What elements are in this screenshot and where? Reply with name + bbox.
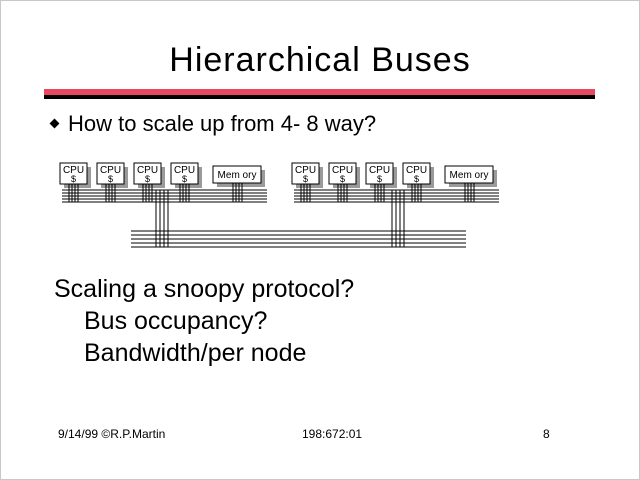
cpu-box <box>291 162 320 185</box>
memory-box <box>212 165 262 184</box>
title-rule-black <box>44 95 595 99</box>
cpu-label: CPU <box>369 165 390 176</box>
cpu-box <box>328 162 357 185</box>
cache-label: $ <box>145 174 150 184</box>
bullet-text: How to scale up from 4- 8 way? <box>68 111 377 136</box>
cpu-label: CPU <box>406 165 427 176</box>
cache-label: $ <box>414 174 419 184</box>
cache-label: $ <box>377 174 382 184</box>
cpu-label: CPU <box>332 165 353 176</box>
bullet-item: How to scale up from 4- 8 way? <box>48 111 376 137</box>
footer-page-number: 8 <box>543 427 550 441</box>
title-rule-red <box>44 89 595 95</box>
footer-date-author: 9/14/99 ©R.P.Martin <box>58 427 166 441</box>
cpu-label: CPU <box>63 165 84 176</box>
slide-title: Hierarchical Buses <box>169 41 471 79</box>
cpu-box <box>96 162 125 185</box>
cache-label: $ <box>303 174 308 184</box>
cpu-box <box>402 162 431 185</box>
cache-label: $ <box>182 174 187 184</box>
cpu-label: CPU <box>174 165 195 176</box>
cpu-box <box>365 162 394 185</box>
cpu-label: CPU <box>295 165 316 176</box>
line-scaling: Scaling a snoopy protocol? <box>54 275 355 303</box>
memory-label: Mem ory <box>218 170 257 181</box>
cpu-box <box>59 162 88 185</box>
cpu-box <box>133 162 162 185</box>
memory-label: Mem ory <box>450 170 489 181</box>
discussion-text: Scaling a snoopy protocol? Bus occupancy… <box>54 273 354 369</box>
memory-box <box>444 165 494 184</box>
line-bandwidth: Bandwidth/per node <box>84 339 307 367</box>
cpu-box <box>170 162 199 185</box>
cache-label: $ <box>340 174 345 184</box>
line-occupancy: Bus occupancy? <box>84 307 268 335</box>
footer-course: 198:672:01 <box>302 427 363 441</box>
diamond-bullet-icon <box>49 118 60 129</box>
cache-label: $ <box>108 174 113 184</box>
cpu-label: CPU <box>100 165 121 176</box>
cpu-label: CPU <box>137 165 158 176</box>
cache-label: $ <box>71 174 76 184</box>
